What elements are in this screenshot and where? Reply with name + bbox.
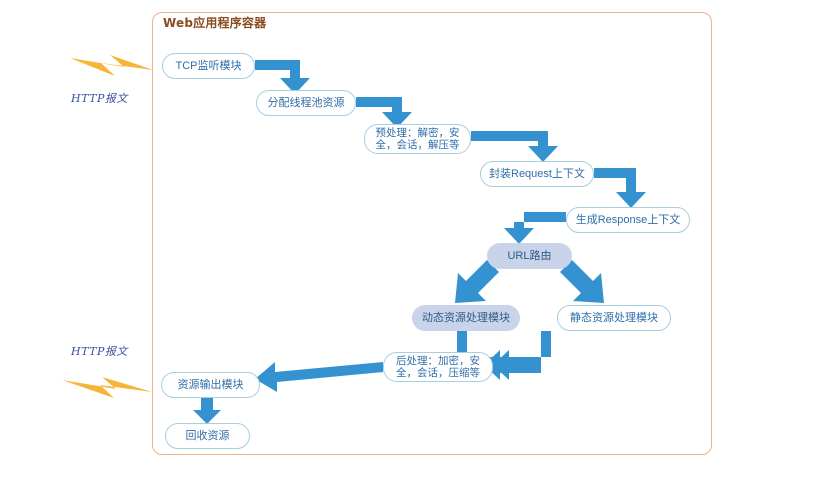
node-thread-pool[interactable]: 分配线程池资源 <box>256 90 356 116</box>
lightning-bolt-outbound <box>62 377 152 398</box>
node-recycle-resource[interactable]: 回收资源 <box>165 423 250 449</box>
node-url-routing[interactable]: URL路由 <box>487 243 572 269</box>
node-static-handler[interactable]: 静态资源处理模块 <box>557 305 671 331</box>
node-output-module[interactable]: 资源输出模块 <box>161 372 260 398</box>
node-response-context[interactable]: 生成Response上下文 <box>566 207 690 233</box>
node-request-context[interactable]: 封装Request上下文 <box>480 161 594 187</box>
lightning-bolt-inbound <box>70 55 153 76</box>
node-dynamic-handler[interactable]: 动态资源处理模块 <box>412 305 520 331</box>
label-http-outbound: HTTP报文 <box>71 345 128 358</box>
label-http-inbound: HTTP报文 <box>71 92 128 105</box>
node-preprocess[interactable]: 预处理：解密，安 全，会话，解压等 <box>364 124 471 154</box>
node-postprocess[interactable]: 后处理：加密，安 全，会话，压缩等 <box>383 352 493 382</box>
node-tcp-listener[interactable]: TCP监听模块 <box>162 53 255 79</box>
web-app-container-title: Web应用程序容器 <box>160 14 270 31</box>
web-app-container-frame <box>152 12 712 455</box>
